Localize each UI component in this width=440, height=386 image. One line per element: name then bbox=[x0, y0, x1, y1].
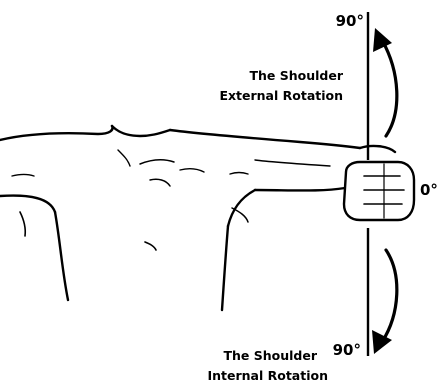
neutral-angle: 0° bbox=[420, 181, 438, 199]
torso-illustration bbox=[0, 126, 395, 310]
fist-illustration bbox=[344, 162, 414, 220]
internal-rotation-arrow bbox=[372, 250, 397, 354]
internal-rotation-label-line1: The Shoulder bbox=[223, 348, 317, 363]
external-rotation-angle: 90° bbox=[336, 12, 364, 30]
external-arrowhead-icon bbox=[373, 28, 392, 52]
external-rotation-label-line2: External Rotation bbox=[219, 88, 343, 103]
internal-rotation-label-line2: Internal Rotation bbox=[207, 368, 328, 383]
internal-arrowhead-icon bbox=[372, 330, 392, 354]
external-rotation-label-line1: The Shoulder bbox=[249, 68, 343, 83]
external-rotation-arrow bbox=[373, 28, 397, 136]
internal-rotation-angle: 90° bbox=[333, 341, 361, 359]
